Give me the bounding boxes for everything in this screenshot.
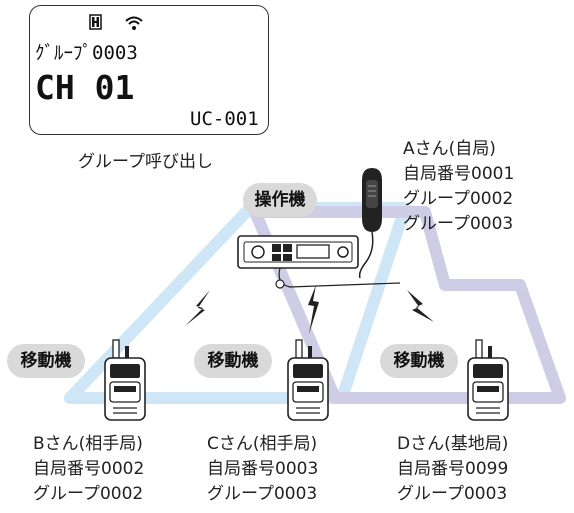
handheld-b-label: Bさん(相手局) 自局番号0002 グループ0002 xyxy=(33,432,144,507)
handheld-b-id: 自局番号0002 xyxy=(33,459,145,479)
handheld-c-label: Cさん(相手局) 自局番号0003 グループ0003 xyxy=(207,432,318,507)
lcd-status-icons xyxy=(89,14,143,30)
lcd-channel: CH 01 xyxy=(35,68,135,107)
handheld-d-label: Dさん(基地局) 自局番号0099 グループ0003 xyxy=(397,432,508,507)
handheld-radio-icon-b xyxy=(104,339,146,421)
handheld-b-name: Bさん(相手局) xyxy=(33,434,143,454)
base-station-pill: 操作機 xyxy=(243,183,317,217)
lightning-icon xyxy=(308,285,319,334)
handheld-d-pill: 移動機 xyxy=(380,344,458,378)
handheld-radio-icon-d xyxy=(467,339,509,421)
base-station-group-2: グループ0003 xyxy=(403,214,514,234)
wifi-icon xyxy=(125,16,143,30)
microphone-icon xyxy=(358,168,382,279)
handheld-d-group: グループ0003 xyxy=(397,484,508,504)
handheld-c-pill: 移動機 xyxy=(194,344,272,378)
mobile-transceiver-icon xyxy=(237,235,401,289)
lightning-icon xyxy=(407,290,434,322)
handheld-b-group: グループ0002 xyxy=(33,484,144,504)
group-0003-ring xyxy=(249,206,566,404)
handheld-c-group: グループ0003 xyxy=(207,484,318,504)
handheld-c-id: 自局番号0003 xyxy=(207,459,319,479)
handheld-b-pill: 移動機 xyxy=(7,344,85,378)
base-station-name: Aさん(自局) xyxy=(403,139,496,159)
handheld-c-name: Cさん(相手局) xyxy=(207,434,318,454)
base-station-label: Aさん(自局) 自局番号0001 グループ0002 グループ0003 xyxy=(403,137,514,237)
base-station-group-1: グループ0002 xyxy=(403,189,514,209)
h-icon xyxy=(89,14,102,30)
lightning-icon xyxy=(185,290,210,326)
handheld-d-name: Dさん(基地局) xyxy=(397,434,509,454)
base-station-id: 自局番号0001 xyxy=(403,164,515,184)
handheld-radio-icon-c xyxy=(287,339,329,421)
lcd-display: ｸﾞﾙｰﾌﾟ0003 CH 01 UC-001 xyxy=(29,5,269,135)
lcd-unit-code: UC-001 xyxy=(190,108,259,130)
lcd-group-line: ｸﾞﾙｰﾌﾟ0003 xyxy=(35,42,138,64)
lcd-caption: グループ呼び出し xyxy=(78,152,213,172)
handheld-d-id: 自局番号0099 xyxy=(397,459,509,479)
